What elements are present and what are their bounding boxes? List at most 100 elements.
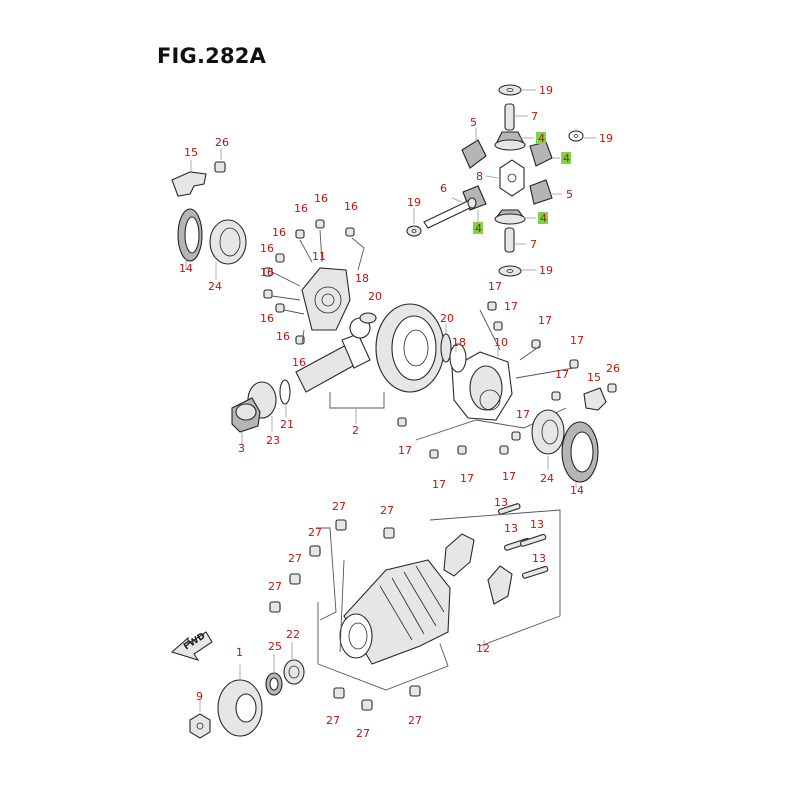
oil-seal-21 (279, 379, 291, 405)
differential-pinion-assembly (406, 84, 596, 277)
callout-17i: 17 (460, 472, 474, 485)
callout-17c: 17 (538, 314, 552, 327)
callout-13b: 13 (504, 522, 518, 535)
callout-27b: 27 (380, 504, 394, 517)
callout-26a: 26 (215, 136, 229, 149)
bearing-24-right (531, 409, 565, 455)
callout-5b: 5 (566, 188, 573, 201)
callout-13a: 13 (494, 496, 508, 509)
highlight-4b (561, 152, 571, 164)
pinion-shaft-pin-bottom (504, 227, 515, 253)
drive-pinion-group (231, 312, 377, 444)
callout-16a: 16 (294, 202, 308, 215)
thrust-washer-top (498, 84, 522, 96)
flange-nut-9 (189, 713, 211, 739)
callout-8: 8 (476, 170, 483, 183)
callout-24b: 24 (540, 472, 554, 485)
callout-14b: 14 (570, 484, 584, 497)
callout-11: 11 (312, 250, 326, 263)
callout-27c: 27 (308, 526, 322, 539)
callout-9: 9 (196, 690, 203, 703)
callout-16c: 16 (344, 200, 358, 213)
callout-15a: 15 (184, 146, 198, 159)
callout-16d: 16 (272, 226, 286, 239)
callout-27a: 27 (332, 500, 346, 513)
carrier-cover-group (263, 219, 365, 345)
callout-27e: 27 (268, 580, 282, 593)
callout-1: 1 (236, 646, 243, 659)
pinion-gear-left (461, 139, 487, 169)
callout-6: 6 (440, 182, 447, 195)
callout-20b: 20 (440, 312, 454, 325)
callout-27h: 27 (408, 714, 422, 727)
callout-4b: 4 (563, 152, 570, 165)
differential-case-group (397, 301, 579, 459)
callout-23: 23 (266, 434, 280, 447)
highlight-4a (536, 132, 546, 144)
callout-19d: 19 (539, 264, 553, 277)
callout-17d: 17 (570, 334, 584, 347)
callout-18b: 18 (452, 336, 466, 349)
callout-25: 25 (268, 640, 282, 653)
callout-19b: 19 (599, 132, 613, 145)
right-bearing-group (531, 383, 617, 488)
fwd-arrow: FWD (170, 631, 213, 661)
callout-17b: 17 (504, 300, 518, 313)
callout-7b: 7 (530, 238, 537, 251)
callout-16f: 16 (260, 266, 274, 279)
callout-27g: 27 (356, 727, 370, 740)
callout-16b: 16 (314, 192, 328, 205)
callout-4a: 4 (538, 132, 545, 145)
thrust-washer-left (406, 225, 422, 237)
callout-26b: 26 (606, 362, 620, 375)
pinion-shaft (423, 199, 475, 229)
callout-2: 2 (352, 424, 359, 437)
thrust-washer-bottom (498, 265, 522, 277)
callout-17g: 17 (398, 444, 412, 457)
bracket-left (171, 171, 207, 197)
highlight-4c (473, 222, 483, 234)
callout-22: 22 (286, 628, 300, 641)
callout-4c: 4 (475, 222, 482, 235)
highlight-4d (538, 212, 548, 224)
callout-13c: 13 (530, 518, 544, 531)
carrier-cover-11 (301, 267, 351, 331)
callout-19c: 19 (407, 196, 421, 209)
callout-19a: 19 (539, 84, 553, 97)
bearing-22 (283, 659, 305, 685)
callout-14a: 14 (179, 262, 193, 275)
callout-3: 3 (238, 442, 245, 455)
pinion-shaft-pin-top (504, 103, 515, 131)
left-bearing-group (171, 148, 247, 280)
figure-title: FIG.282A (157, 44, 267, 68)
bracket-right (583, 387, 607, 411)
callout-17e: 17 (555, 368, 569, 381)
callout-17f: 17 (516, 408, 530, 421)
housing-group (269, 503, 561, 711)
thrust-washer-right (568, 130, 584, 142)
callout-16g: 16 (260, 312, 274, 325)
callout-16i: 16 (292, 356, 306, 369)
callout-16h: 16 (276, 330, 290, 343)
callout-4d: 4 (540, 212, 547, 225)
callout-17j: 17 (502, 470, 516, 483)
callout-16e: 16 (260, 242, 274, 255)
bolt-26-right (607, 383, 617, 393)
pinion-cross-block (499, 159, 525, 197)
bolt-26-left (214, 161, 226, 173)
pinion-gear-right (529, 179, 553, 205)
bearing-cap-upper (443, 533, 475, 577)
callout-27d: 27 (288, 552, 302, 565)
callout-5a: 5 (470, 116, 477, 129)
ring-gear-group (329, 303, 445, 424)
callout-13d: 13 (532, 552, 546, 565)
shim-20-left (359, 312, 377, 324)
output-flange-group (189, 642, 305, 739)
spacer-18-right (449, 343, 467, 373)
callout-20a: 20 (368, 290, 382, 303)
callout-18a: 18 (355, 272, 369, 285)
callout-10: 10 (494, 336, 508, 349)
